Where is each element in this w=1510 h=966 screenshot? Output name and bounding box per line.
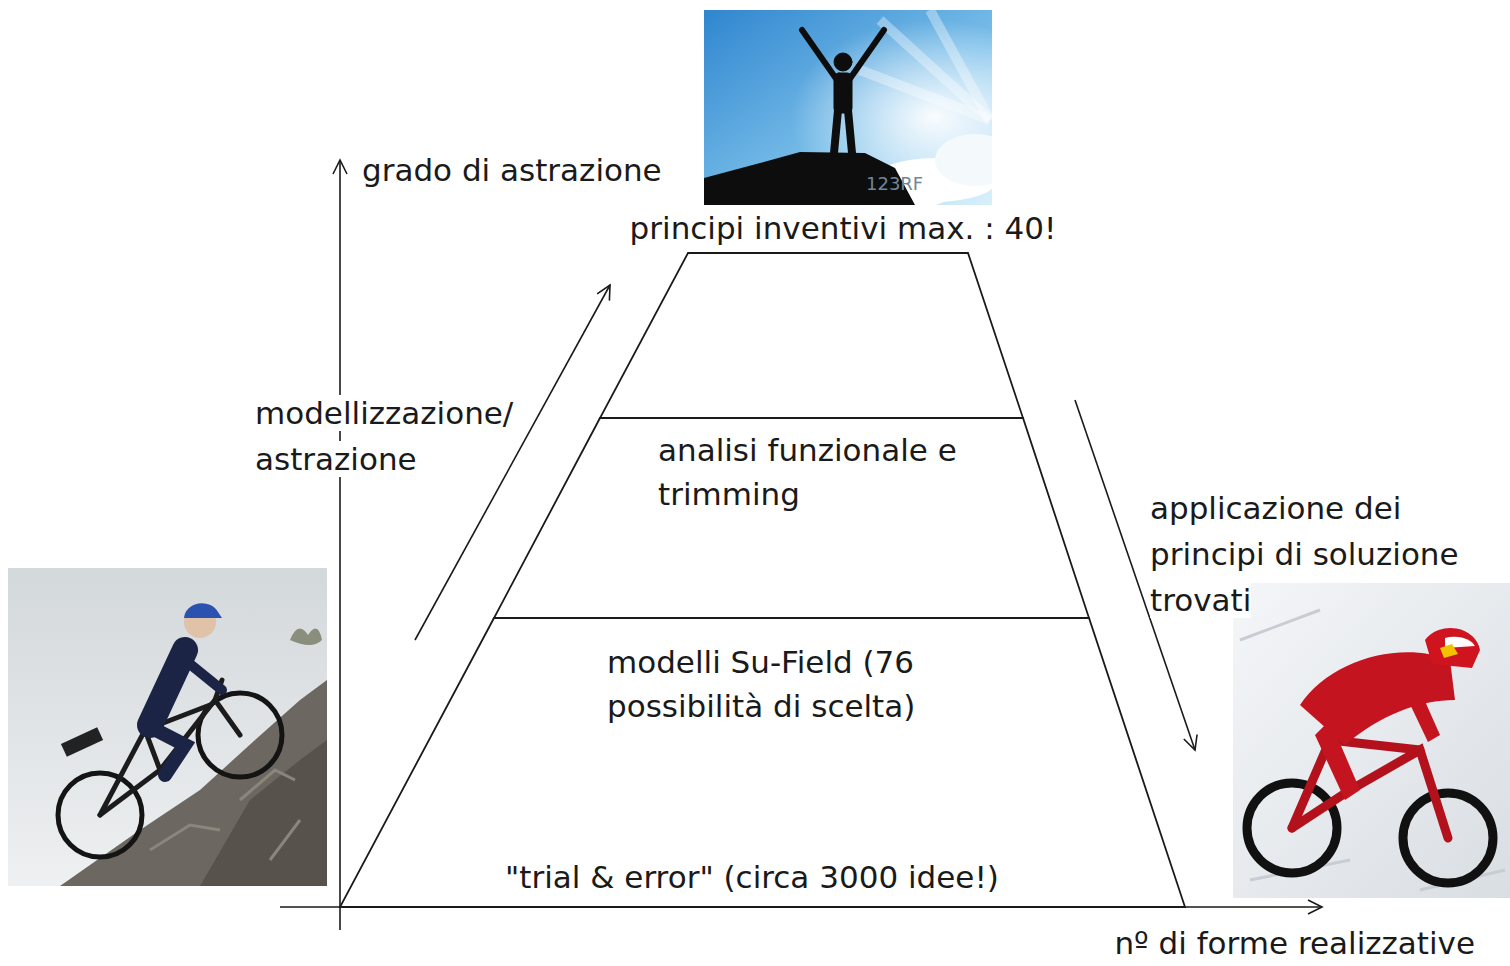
axis-label: nº di forme realizzative bbox=[1114, 925, 1475, 961]
axis-label: modellizzazione/ astrazione bbox=[255, 395, 513, 477]
axis-label: applicazione dei principi di soluzione t… bbox=[1150, 490, 1459, 618]
pyramid-band: modelli Su-Field (76 possibilità di scel… bbox=[340, 618, 1185, 907]
label-holder: modellizzazione/ astrazione bbox=[255, 390, 545, 482]
label-holder: applicazione dei principi di soluzione t… bbox=[1150, 485, 1480, 623]
band-text: modelli Su-Field (76 possibilità di scel… bbox=[607, 640, 947, 728]
label-holder: grado di astrazione bbox=[362, 150, 662, 190]
band-shape bbox=[340, 618, 1185, 907]
pyramid-band: principi inventivi max. : 40! bbox=[600, 253, 1023, 418]
band-shape bbox=[600, 253, 1023, 418]
band-text: "trial & error" (circa 3000 idee!) bbox=[505, 857, 999, 897]
band-shape bbox=[494, 418, 1089, 618]
speed-biker-photo bbox=[1233, 583, 1510, 898]
label-holder: nº di forme realizzative bbox=[1114, 924, 1475, 962]
band-text: analisi funzionale e trimming bbox=[658, 428, 963, 516]
climbing-biker-photo bbox=[8, 568, 327, 886]
pyramid-band: analisi funzionale e trimming bbox=[494, 418, 1089, 618]
abstraction-arrow bbox=[415, 285, 610, 640]
application-arrow bbox=[1075, 400, 1195, 750]
summit-photo bbox=[704, 10, 992, 205]
axis-label: grado di astrazione bbox=[362, 152, 662, 188]
y-axis bbox=[339, 160, 341, 930]
label-holder: 123RF bbox=[866, 172, 923, 196]
band-outline bbox=[600, 253, 1023, 418]
axis-label: 123RF bbox=[866, 173, 923, 194]
band-text: principi inventivi max. : 40! bbox=[630, 208, 1057, 248]
